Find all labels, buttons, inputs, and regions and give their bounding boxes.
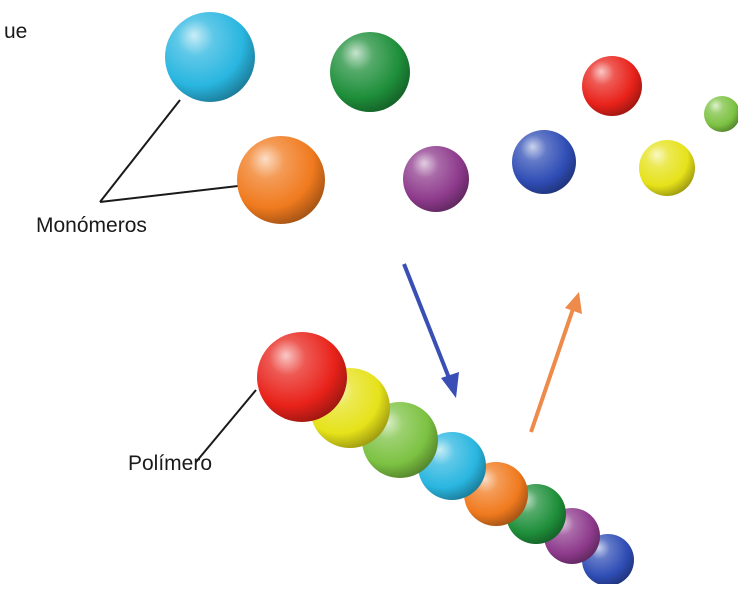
blue-monomer bbox=[512, 130, 576, 194]
monomers-leader-to-orange bbox=[99, 185, 239, 203]
polymer-leader-line bbox=[195, 389, 257, 463]
orange-arrow-up bbox=[529, 292, 582, 433]
polymer-bead-red bbox=[257, 332, 347, 422]
monomers-leader-to-cyan bbox=[99, 99, 181, 203]
monomer-group bbox=[165, 12, 738, 224]
red-monomer bbox=[582, 56, 642, 116]
polymer-label: Polímero bbox=[128, 452, 213, 475]
purple-monomer bbox=[403, 146, 469, 212]
cyan-monomer bbox=[165, 12, 255, 102]
corner-text-fragment: ue bbox=[4, 20, 28, 43]
polymer-chain bbox=[257, 332, 634, 586]
blue-arrow-down bbox=[402, 263, 459, 398]
green-monomer bbox=[330, 32, 410, 112]
monomers-label: Monómeros bbox=[36, 214, 147, 237]
lime-monomer bbox=[704, 96, 738, 132]
orange-monomer bbox=[237, 136, 325, 224]
monomers-leader-lines bbox=[99, 99, 239, 203]
yellow-monomer bbox=[639, 140, 695, 196]
